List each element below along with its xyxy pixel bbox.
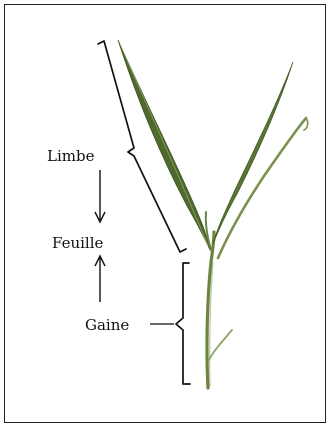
arrow-down-icon <box>95 170 105 222</box>
gaine-bracket <box>176 263 190 384</box>
label-gaine: Gaine <box>85 318 129 333</box>
limbe-bracket <box>98 41 186 252</box>
label-feuille: Feuille <box>52 236 103 251</box>
arrow-up-icon <box>95 256 105 302</box>
grass-plant <box>118 40 308 388</box>
lower-shoot <box>209 330 232 360</box>
label-limbe: Limbe <box>47 149 94 164</box>
